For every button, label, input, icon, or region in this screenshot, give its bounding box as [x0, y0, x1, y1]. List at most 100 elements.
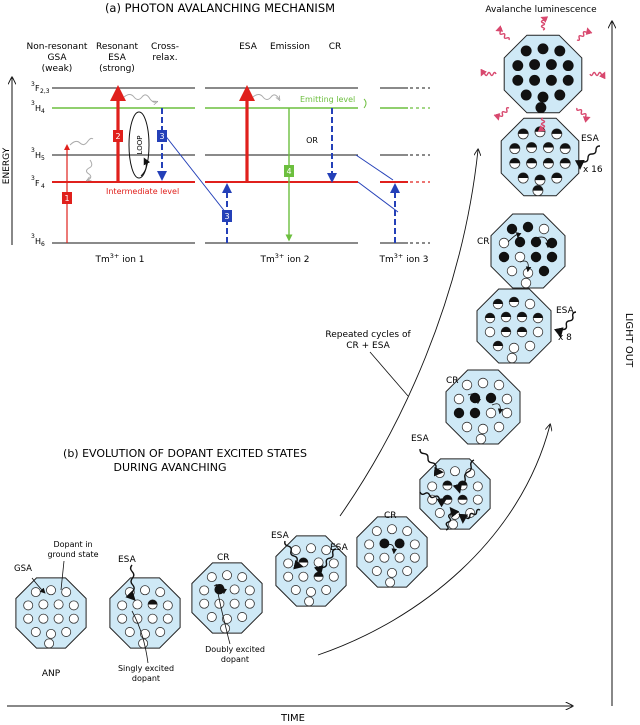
ion2-label: Tm3+ ion 2: [259, 252, 309, 265]
particle-avalanche-dopant: [520, 89, 532, 101]
particle-cr-2-dopant: [387, 567, 397, 578]
particle-esa-many-dopant: [472, 481, 483, 492]
column-header-emission: Emission: [270, 42, 310, 52]
step-badge-3a: 3: [157, 130, 167, 142]
particle-esa-2-dopant: [321, 545, 332, 556]
particle-esa-x16-dopant: [526, 142, 538, 153]
particle-doubly-excited-dopant: [244, 598, 255, 609]
particle-ground-dopant: [23, 613, 34, 624]
svg-text:6: 6: [41, 241, 45, 248]
svg-text:3: 3: [31, 233, 35, 240]
particle-cr-4-dopant: [506, 223, 518, 235]
particle-doubly-excited-dopant: [222, 613, 232, 624]
particle-avalanche-dopant: [545, 74, 557, 86]
particle-singly-excited-dopant: [117, 613, 128, 624]
photon-wave-icon: [445, 506, 460, 531]
step-badge-2: 2: [113, 130, 123, 142]
particle-avalanche-dopant: [562, 74, 574, 86]
esa-x8-label: ESA: [556, 306, 575, 316]
particle-singly-excited-dopant: [124, 627, 135, 637]
svg-text:relax.: relax.: [152, 53, 177, 63]
particle-cr-4-dopant: [514, 251, 526, 263]
particle-cr-3-dopant: [493, 421, 505, 433]
particle-esa-x8-dopant: [516, 311, 528, 323]
particle-doubly-excited-dopant: [244, 585, 255, 596]
particle-esa-2-dopant: [290, 585, 301, 595]
loop-label: LOOP: [136, 136, 144, 155]
particle-esa-2-dopant: [298, 557, 309, 568]
cr-transfer-arrow: [519, 260, 532, 273]
particle-esa-2-dopant: [328, 558, 339, 569]
particle-doubly-excited-dopant: [199, 585, 210, 596]
particle-ground-dopant: [68, 613, 79, 624]
emitted-photon-icon: [576, 107, 591, 123]
svg-text:3: 3: [31, 81, 35, 88]
repeated-cycles-label: Repeated cycles of CR + ESA: [325, 330, 411, 351]
particle-esa-x16-dopant: [534, 126, 546, 138]
svg-text:Doubly excited: Doubly excited: [205, 645, 265, 654]
particle-cr-2-dopant: [379, 552, 390, 563]
svg-text:1: 1: [64, 194, 69, 203]
particle-singly-excited-dopant: [117, 600, 128, 611]
singly-pointer: [131, 610, 149, 664]
particle-doubly-excited-dopant: [229, 598, 240, 609]
particle-cr-3-dopant: [461, 421, 473, 433]
particle-singly-excited-dopant: [140, 585, 150, 596]
cr1-label: CR: [217, 553, 230, 563]
esa-many-label: ESA: [411, 434, 430, 444]
svg-text:2: 2: [115, 132, 120, 141]
time-axis-label: TIME: [280, 713, 305, 724]
particle-ground-dopant: [30, 627, 41, 637]
particle-doubly-excited-dopant: [237, 572, 248, 583]
svg-text:GSA: GSA: [47, 53, 67, 63]
particle-cr-2-dopant: [402, 526, 413, 537]
svg-text:3: 3: [31, 100, 35, 107]
particle-cr-3-dopant: [453, 407, 465, 419]
particle-cr-4-dopant: [530, 236, 542, 248]
particle-esa-2-dopant: [283, 571, 294, 582]
particle-esa-2-dopant: [283, 558, 294, 569]
particle-doubly-excited-dopant: [229, 584, 240, 595]
emitted-photon-icon: [493, 106, 510, 121]
particle-avalanche-dopant: [537, 43, 549, 55]
particle-cr-2-dopant: [387, 524, 397, 535]
step-badge-1: 1: [62, 192, 72, 204]
photon-wave-icon: [554, 311, 577, 338]
particle-esa-many-dopant: [450, 509, 460, 520]
particle-esa-x16-dopant: [559, 157, 571, 169]
svg-text:3: 3: [31, 175, 35, 182]
particle-esa-many-dopant: [457, 494, 468, 505]
light-out-axis-label: LIGHT OUT: [623, 313, 634, 368]
particle-cr-3-dopant: [469, 407, 481, 419]
photon-wave-icon: [419, 491, 448, 508]
particle-cr-4-dopant: [530, 251, 542, 263]
photon-wave-icon: [419, 448, 444, 477]
particle-doubly-excited-dopant: [206, 572, 217, 583]
particle-cr-3-dopant: [493, 379, 505, 391]
svg-text:3: 3: [31, 147, 35, 154]
particle-singly-excited-dopant: [132, 599, 143, 610]
particle-esa-2-dopant: [290, 545, 301, 556]
photon-wave-icon: [458, 508, 481, 524]
particle-singly-excited-dopant: [147, 599, 158, 610]
particle-esa-x8-dopant: [524, 298, 536, 310]
particle-avalanche-dopant: [562, 60, 574, 72]
svg-text:(weak): (weak): [42, 64, 73, 74]
particle-cr-4-dopant: [514, 236, 526, 248]
particle-esa-x16-dopant: [551, 172, 563, 184]
particle-cr-2-dopant: [371, 566, 382, 576]
svg-text:3: 3: [224, 212, 229, 221]
photon-wave-icon: [452, 459, 475, 494]
particle-cr-2-dopant: [364, 539, 375, 550]
particle-cr-4-dopant: [538, 223, 550, 235]
loop-arrow: [140, 157, 151, 177]
particle-avalanche-dopant: [554, 45, 566, 57]
particle-esa-x16-dopant: [532, 185, 544, 197]
particle-cr-4-dopant: [538, 265, 550, 277]
particle-cr-4-dopant: [522, 221, 534, 233]
particle-ground-dopant: [61, 587, 72, 598]
